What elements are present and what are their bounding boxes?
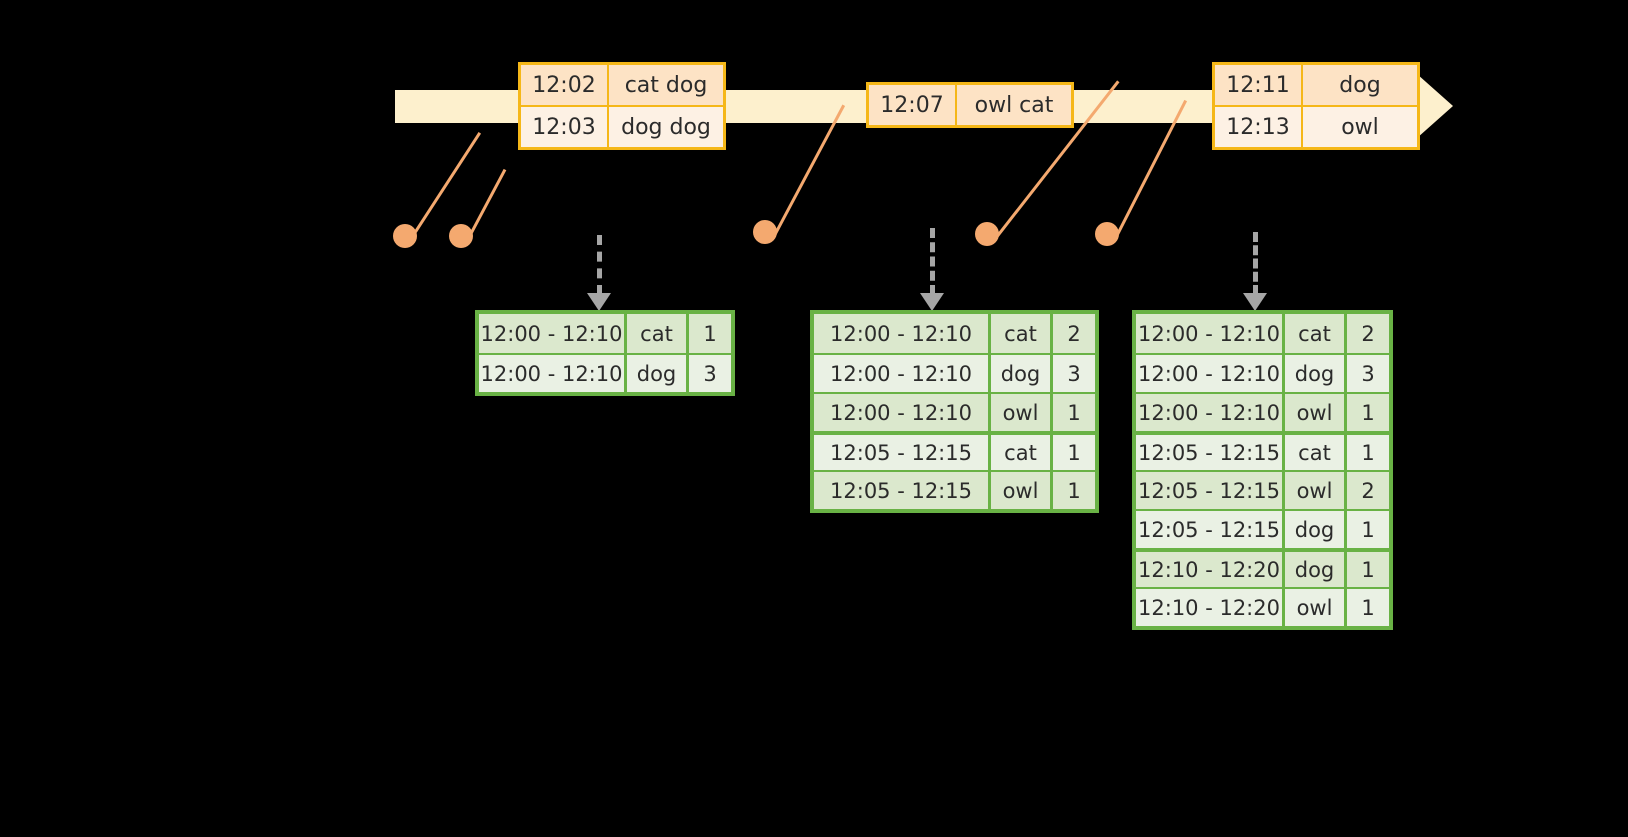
table-row: 12:05 - 12:15 cat 1: [1136, 431, 1389, 470]
table-row: 12:00 - 12:10 cat 2: [814, 314, 1095, 353]
table-row: 12:05 - 12:15 owl 1: [814, 470, 1095, 509]
event-time: 12:07: [869, 85, 957, 125]
table-row: 12:05 - 12:15 owl 2: [1136, 470, 1389, 509]
window-cell: 12:10 - 12:20: [1136, 552, 1285, 587]
table-row: 12:00 - 12:10 dog 3: [814, 353, 1095, 392]
count-cell: 1: [1347, 435, 1389, 470]
window-cell: 12:00 - 12:10: [1136, 355, 1285, 392]
connector-line-2: [468, 168, 507, 238]
table-row: 12:10 - 12:20 owl 1: [1136, 587, 1389, 626]
count-cell: 1: [1347, 552, 1389, 587]
word-cell: cat: [627, 314, 689, 353]
word-cell: owl: [991, 472, 1053, 509]
connector-dot-4: [975, 222, 999, 246]
word-cell: cat: [991, 435, 1053, 470]
event-time: 12:02: [521, 65, 609, 105]
result-table-3[interactable]: 12:00 - 12:10 cat 2 12:00 - 12:10 dog 3 …: [1132, 310, 1393, 630]
count-cell: 3: [1053, 355, 1095, 392]
event-time: 12:03: [521, 107, 609, 147]
window-cell: 12:05 - 12:15: [1136, 472, 1285, 509]
count-cell: 1: [1347, 511, 1389, 548]
word-cell: cat: [1285, 314, 1347, 353]
count-cell: 1: [1347, 589, 1389, 626]
connector-line-3: [772, 104, 846, 239]
word-cell: dog: [1285, 552, 1347, 587]
window-cell: 12:00 - 12:10: [814, 314, 991, 353]
event-words: dog dog: [609, 107, 723, 147]
window-cell: 12:05 - 12:15: [1136, 435, 1285, 470]
window-cell: 12:05 - 12:15: [814, 435, 991, 470]
table-row: 12:10 - 12:20 dog 1: [1136, 548, 1389, 587]
table-row: 12:00 - 12:10 dog 3: [479, 353, 731, 392]
count-cell: 2: [1347, 472, 1389, 509]
word-cell: owl: [1285, 589, 1347, 626]
table-row: 12:05 - 12:15 dog 1: [1136, 509, 1389, 548]
table-row: 12:00 - 12:10 cat 2: [1136, 314, 1389, 353]
connector-dot-5: [1095, 222, 1119, 246]
table-row: 12:00 - 12:10 dog 3: [1136, 353, 1389, 392]
event-row: 12:02 cat dog: [521, 65, 723, 105]
event-box-1[interactable]: 12:02 cat dog 12:03 dog dog: [518, 62, 726, 150]
count-cell: 2: [1347, 314, 1389, 353]
table-row: 12:05 - 12:15 cat 1: [814, 431, 1095, 470]
connector-dot-2: [449, 224, 473, 248]
word-cell: owl: [1285, 394, 1347, 431]
window-cell: 12:05 - 12:15: [1136, 511, 1285, 548]
event-row: 12:03 dog dog: [521, 105, 723, 147]
event-words: cat dog: [609, 65, 723, 105]
count-cell: 1: [1053, 472, 1095, 509]
event-words: dog: [1303, 65, 1417, 105]
result-table-1[interactable]: 12:00 - 12:10 cat 1 12:00 - 12:10 dog 3: [475, 310, 735, 396]
connector-dot-1: [393, 224, 417, 248]
event-words: owl: [1303, 107, 1417, 147]
count-cell: 3: [1347, 355, 1389, 392]
result-table-2[interactable]: 12:00 - 12:10 cat 2 12:00 - 12:10 dog 3 …: [810, 310, 1099, 513]
window-cell: 12:00 - 12:10: [814, 394, 991, 431]
count-cell: 1: [1053, 435, 1095, 470]
table-row: 12:00 - 12:10 owl 1: [814, 392, 1095, 431]
count-cell: 3: [689, 355, 731, 392]
window-cell: 12:00 - 12:10: [479, 314, 627, 353]
connector-dot-3: [753, 220, 777, 244]
word-cell: cat: [991, 314, 1053, 353]
word-cell: dog: [627, 355, 689, 392]
window-cell: 12:05 - 12:15: [814, 472, 991, 509]
event-time: 12:13: [1215, 107, 1303, 147]
count-cell: 2: [1053, 314, 1095, 353]
event-box-3[interactable]: 12:11 dog 12:13 owl: [1212, 62, 1420, 150]
word-cell: dog: [991, 355, 1053, 392]
window-cell: 12:00 - 12:10: [814, 355, 991, 392]
connector-line-1: [411, 132, 482, 238]
word-cell: dog: [1285, 511, 1347, 548]
count-cell: 1: [689, 314, 731, 353]
event-words: owl cat: [957, 85, 1071, 125]
table-row: 12:00 - 12:10 cat 1: [479, 314, 731, 353]
count-cell: 1: [1347, 394, 1389, 431]
window-cell: 12:00 - 12:10: [1136, 314, 1285, 353]
event-time: 12:11: [1215, 65, 1303, 105]
event-row: 12:11 dog: [1215, 65, 1417, 105]
window-cell: 12:10 - 12:20: [1136, 589, 1285, 626]
window-cell: 12:00 - 12:10: [479, 355, 627, 392]
window-cell: 12:00 - 12:10: [1136, 394, 1285, 431]
word-cell: cat: [1285, 435, 1347, 470]
count-cell: 1: [1053, 394, 1095, 431]
event-row: 12:13 owl: [1215, 105, 1417, 147]
event-box-2[interactable]: 12:07 owl cat: [866, 82, 1074, 128]
word-cell: dog: [1285, 355, 1347, 392]
word-cell: owl: [991, 394, 1053, 431]
word-cell: owl: [1285, 472, 1347, 509]
event-row: 12:07 owl cat: [869, 85, 1071, 125]
table-row: 12:00 - 12:10 owl 1: [1136, 392, 1389, 431]
